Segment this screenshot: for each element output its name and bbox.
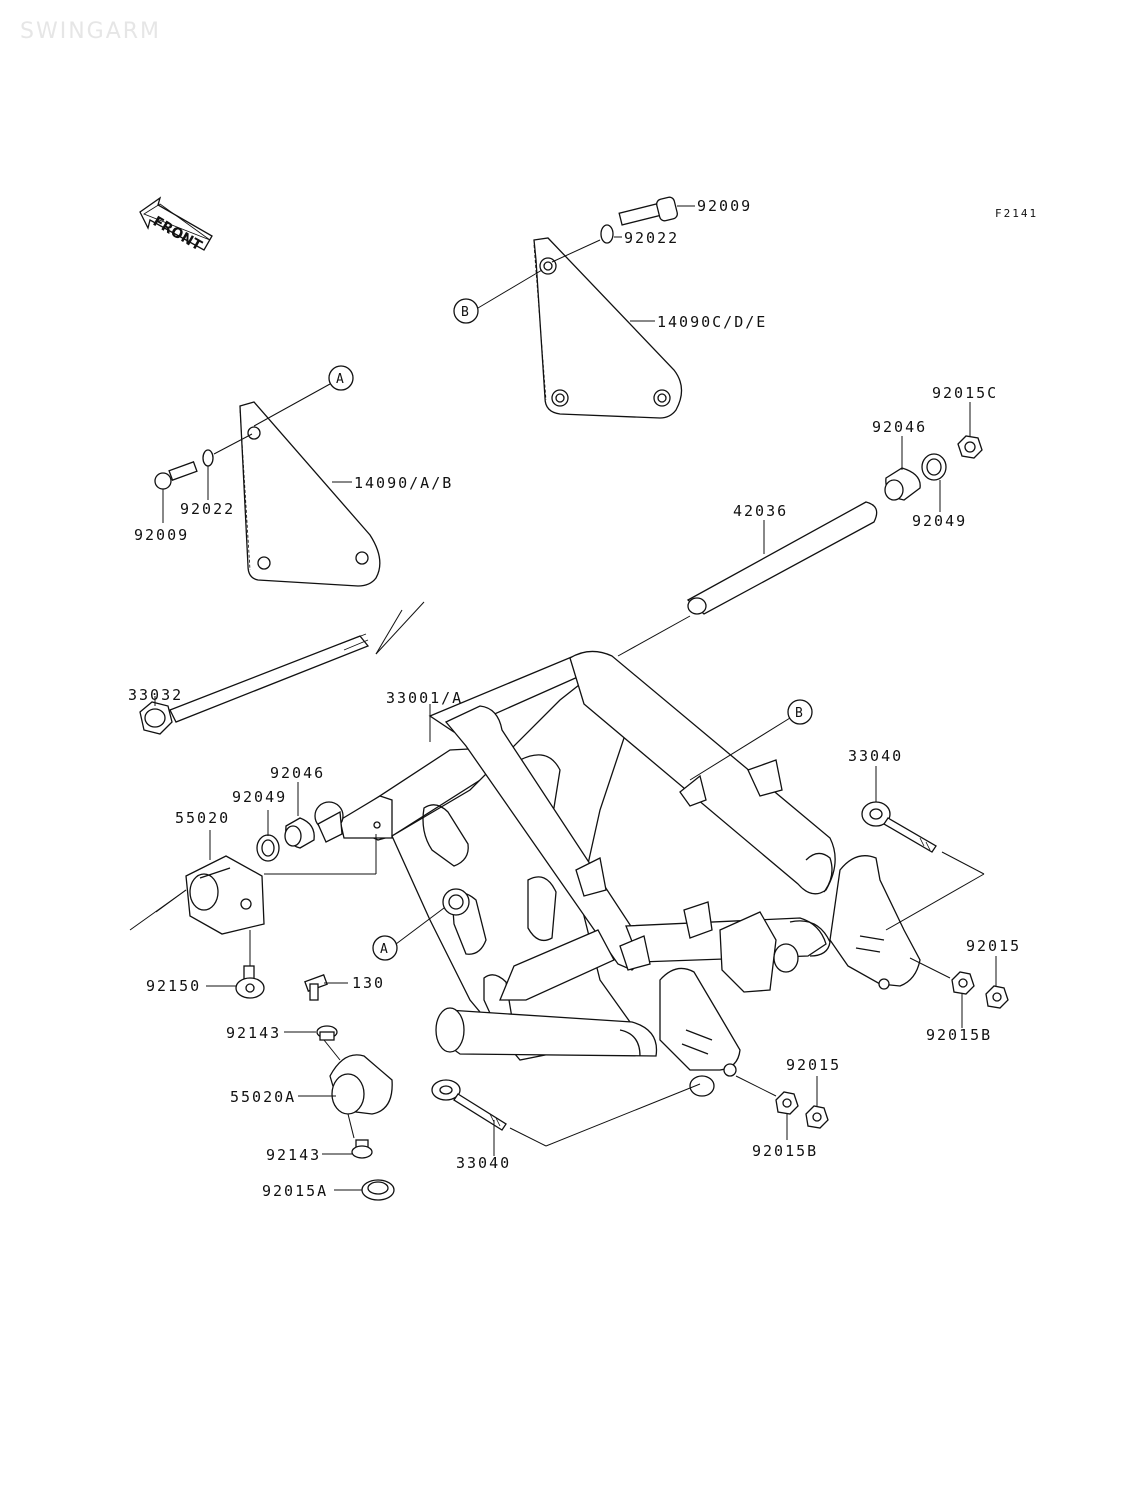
label-55020: 55020: [175, 809, 230, 827]
bracket-14090cde: [533, 237, 683, 419]
label-92049-right: 92049: [912, 512, 967, 530]
label-92049-left: 92049: [232, 788, 287, 806]
label-33032: 33032: [128, 686, 183, 704]
label-14090ab: 14090/A/B: [354, 474, 453, 492]
bearing-92046-left: [284, 782, 315, 849]
label-92046-left: 92046: [270, 764, 325, 782]
label-14090cde: 14090C/D/E: [657, 313, 767, 331]
swingarm-33001a: [314, 650, 921, 1097]
nut-92015b-bottom: [735, 1075, 799, 1140]
nut-92015-bottom: [805, 1076, 829, 1129]
washer-92022-top: [551, 224, 622, 263]
label-92009-top: 92009: [697, 197, 752, 215]
label-42036: 42036: [733, 502, 788, 520]
label-92150: 92150: [146, 977, 201, 995]
ref-a-circle-bottom: A: [380, 942, 388, 957]
front-arrow-icon: FRONT: [139, 196, 213, 254]
label-92009-left: 92009: [134, 526, 189, 544]
collar-55020a: [298, 1039, 393, 1139]
nut-92015-right: [985, 956, 1009, 1009]
label-92143-top: 92143: [226, 1024, 281, 1042]
bearing-92046-right: [884, 436, 921, 501]
label-92015b-bottom: 92015B: [752, 1142, 818, 1160]
bolt-92009-left: [154, 461, 198, 523]
bushing-92049-left: [256, 810, 280, 862]
label-92022-top: 92022: [624, 229, 679, 247]
shaft-33032: [139, 601, 425, 735]
label-33001a: 33001/A: [386, 689, 463, 707]
washer-92015a: [334, 1179, 395, 1201]
ref-a-circle-top: A: [336, 372, 344, 387]
label-92015b-right: 92015B: [926, 1026, 992, 1044]
label-92046-right: 92046: [872, 418, 927, 436]
label-92015-right: 92015: [966, 937, 1021, 955]
label-55020a: 55020A: [230, 1088, 296, 1106]
nut-92015b-right: [909, 957, 975, 1028]
nut-92015c: [957, 402, 983, 459]
washer-92022-left: [202, 433, 253, 500]
bolt-92009-top: [618, 196, 695, 226]
adjuster-33040-bottom: [431, 1079, 701, 1156]
figure-code: F2141: [995, 207, 1038, 220]
label-33040-bottom: 33040: [456, 1154, 511, 1172]
ref-b-circle-right: B: [795, 706, 803, 721]
bracket-14090ab: [239, 401, 381, 587]
label-92022-left: 92022: [180, 500, 235, 518]
block-55020: [129, 830, 377, 968]
cap-92143-bottom: [322, 1139, 373, 1159]
cap-92143-top: [284, 1025, 338, 1041]
label-33040-right: 33040: [848, 747, 903, 765]
ref-b-circle-top: B: [461, 305, 469, 320]
part-labels: 92009 92022 14090C/D/E 14090/A/B 92022 9…: [128, 197, 1021, 1200]
sleeve-42036: [617, 501, 878, 657]
bolt-92150: [206, 965, 265, 999]
label-92143-bottom: 92143: [266, 1146, 321, 1164]
label-92015c: 92015C: [932, 384, 998, 402]
adjuster-33040-right: [861, 766, 985, 931]
watermark-title: SWINGARM: [20, 19, 161, 44]
label-130: 130: [352, 974, 385, 992]
label-92015-bottom: 92015: [786, 1056, 841, 1074]
screw-130: [304, 974, 348, 1001]
label-92015a: 92015A: [262, 1182, 328, 1200]
bushing-92049-right: [921, 453, 947, 512]
